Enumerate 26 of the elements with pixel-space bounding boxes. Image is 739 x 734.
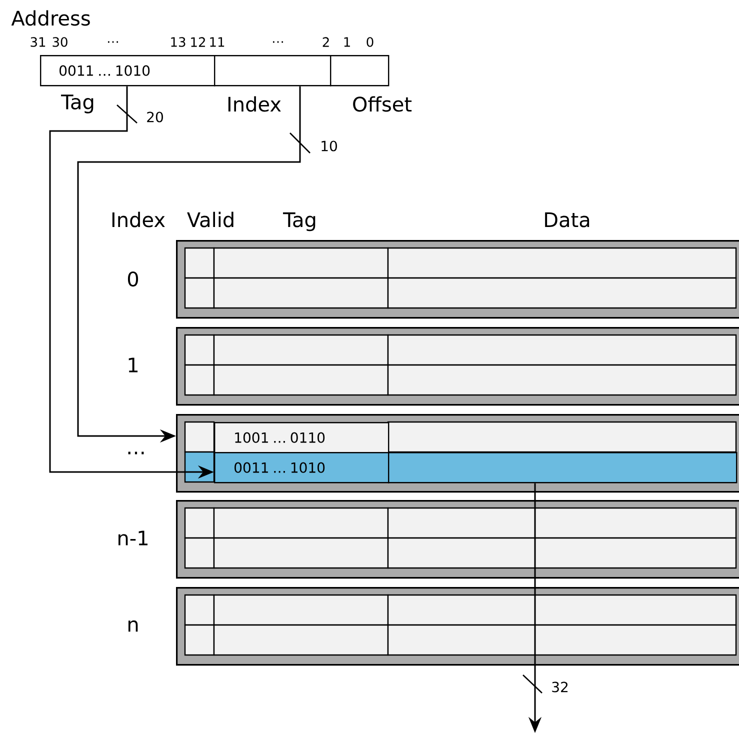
- bit-field-box: [330, 55, 390, 86]
- bit-number: 1: [344, 37, 350, 47]
- bit-number: 11: [210, 37, 224, 47]
- set-index-label: …: [128, 452, 144, 454]
- bus-width-label: 20: [145, 110, 165, 124]
- bit-number: …: [108, 41, 118, 43]
- bit-number: 13: [171, 37, 186, 47]
- field-label: Index: [228, 96, 281, 112]
- column-header: Index: [112, 212, 165, 228]
- bus-width-label: 32: [550, 680, 570, 694]
- address-title: Address: [11, 10, 90, 26]
- bit-number: 12: [191, 37, 205, 47]
- data-cell: [388, 452, 738, 484]
- bus-width-label: 10: [319, 140, 339, 152]
- set-index-label: n-1: [118, 530, 148, 546]
- bit-field-box: 0011 … 1010: [40, 55, 216, 86]
- bit-number: 2: [322, 37, 329, 47]
- bit-number: 31: [30, 37, 46, 47]
- field-label: Tag: [61, 94, 94, 114]
- bit-field-box: [214, 55, 332, 86]
- bit-number: 0: [366, 37, 374, 47]
- bit-number: …: [273, 41, 283, 43]
- set-index-label: 0: [128, 271, 138, 287]
- set-index-label: n: [128, 620, 138, 632]
- set-index-label: 1: [128, 358, 138, 372]
- field-label: Offset: [353, 96, 412, 112]
